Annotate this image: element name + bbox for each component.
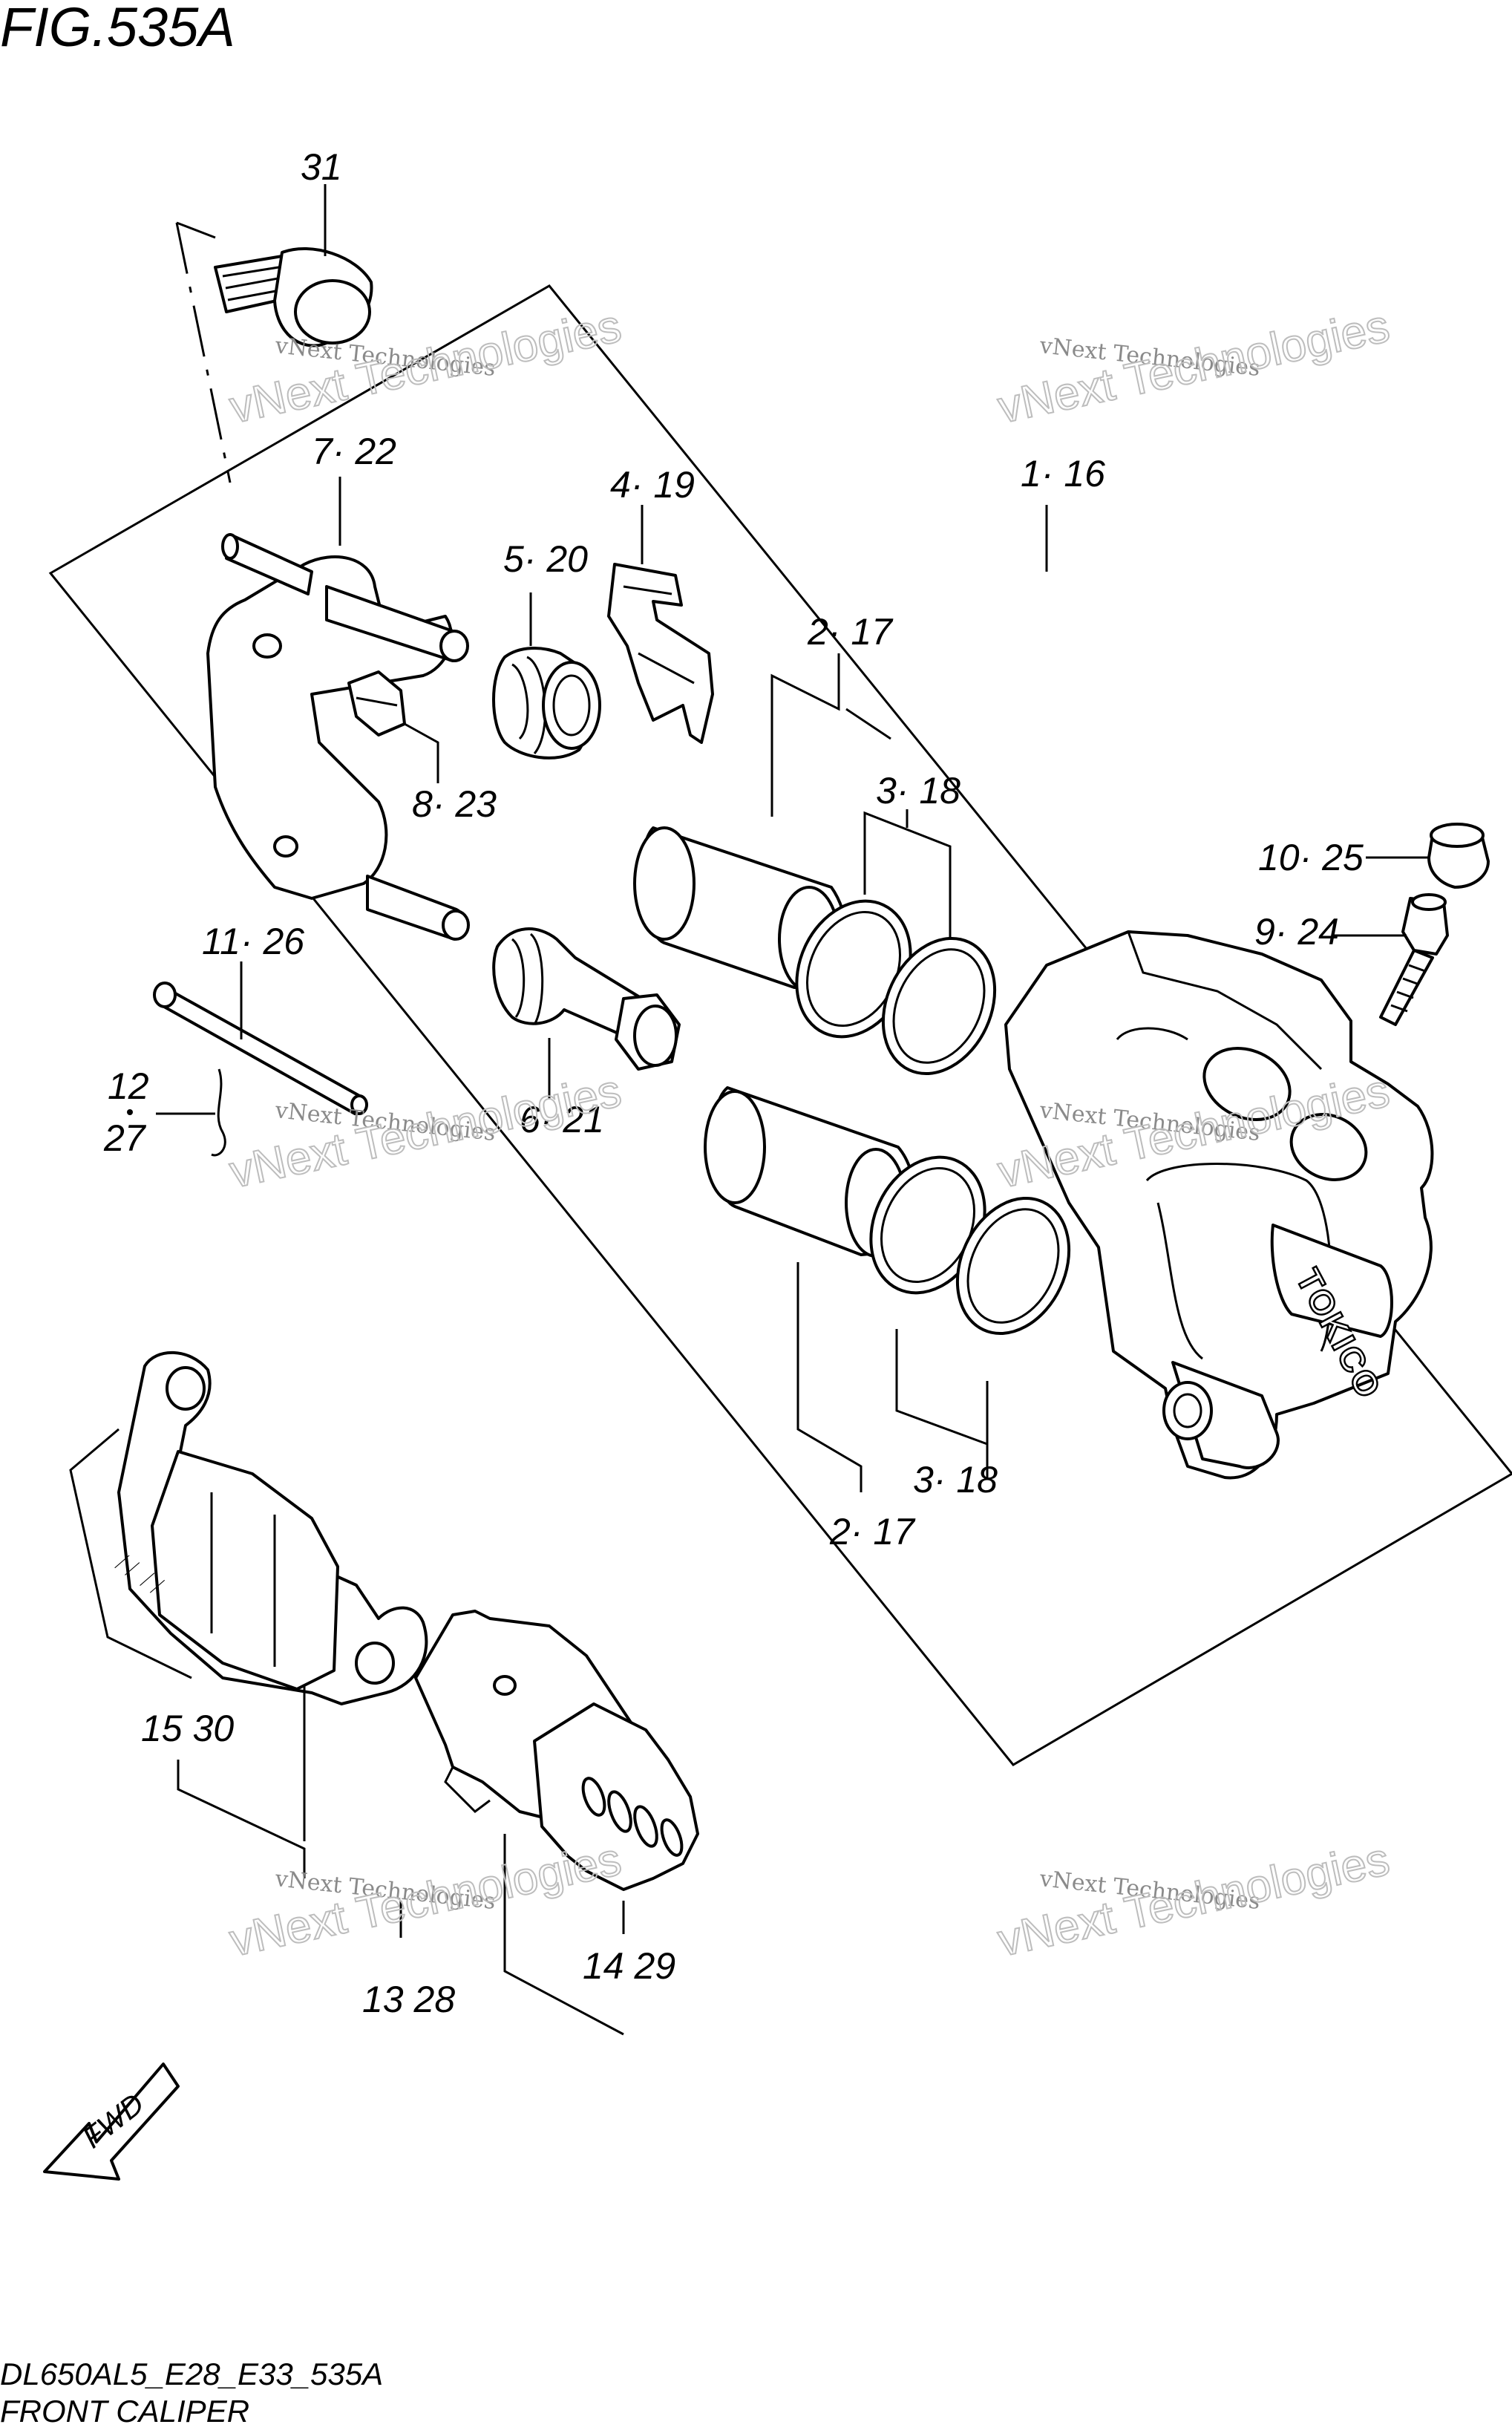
callout-6-21: 6· 21	[520, 1099, 604, 1140]
seal-upper-3-18-leader	[863, 811, 952, 939]
caliper-body-1-16[interactable]: TOKICO	[1004, 930, 1434, 1480]
callout-14-29: 14 29	[583, 1945, 675, 1987]
seal-lower-3-18b[interactable]	[936, 1180, 1090, 1351]
watermark-top-right: vNext Technologies vNext Technologies	[993, 300, 1395, 434]
seal-upper-3-18b[interactable]	[862, 920, 1015, 1091]
piston-upper-2-17-leader2	[845, 708, 891, 740]
callout-27: 27	[103, 1117, 147, 1159]
callout-3-18-lower: 3· 18	[913, 1459, 998, 1500]
lower-piston-seal-leaders	[796, 1262, 989, 1492]
boot-5-20[interactable]	[492, 647, 601, 760]
bracket-7-22[interactable]	[206, 533, 470, 941]
callout-15-30: 15 30	[141, 1708, 234, 1749]
watermark-bottom-right: vNext Technologies vNext Technologies	[993, 1833, 1395, 1967]
callout-8-23: 8· 23	[412, 783, 497, 825]
callout-5-20: 5· 20	[503, 538, 588, 580]
pad-13-28-leader	[399, 1834, 624, 2036]
clip-12-27-dot	[127, 1109, 133, 1115]
seal-lower-3-18[interactable]	[850, 1138, 1007, 1311]
fwd-arrow: FWD	[43, 2063, 180, 2181]
clip-8-23-leader	[404, 722, 439, 783]
spring-4-19[interactable]	[607, 563, 714, 744]
figure-title: FIG.535A	[0, 0, 235, 58]
section-name: FRONT CALIPER	[0, 2394, 249, 2429]
watermark-outline: vNext Technologies	[994, 1834, 1394, 1967]
callout-2-17-upper: 2· 17	[807, 611, 894, 653]
callout-31: 31	[301, 146, 342, 188]
clip-12-27[interactable]	[211, 1068, 226, 1157]
pin-6-21[interactable]	[492, 927, 681, 1071]
watermark-outline: vNext Technologies	[994, 301, 1394, 434]
pad-15-30-leader-b	[177, 1685, 306, 1878]
watermark-bottom-left: vNext Technologies vNext Technologies	[225, 1833, 626, 1967]
bleeder-valve-9-24[interactable]	[1379, 893, 1449, 1026]
bolt-31-guide-top	[176, 221, 216, 239]
callout-10-25: 10· 25	[1258, 837, 1364, 878]
model-code: DL650AL5_E28_E33_535A	[0, 2357, 383, 2391]
pad-15-30[interactable]: ᛁᛁ ᛁᛁ	[109, 1351, 428, 1705]
piston-upper-2-17-leader	[770, 653, 840, 817]
callout-2-17-lower: 2· 17	[829, 1511, 916, 1552]
bolt-31[interactable]	[214, 246, 373, 347]
pad-15-30-leader-a	[69, 1428, 192, 1679]
callout-9-24: 9· 24	[1254, 911, 1339, 953]
watermark-outline: vNext Technologies	[226, 1834, 626, 1967]
cap-10-25[interactable]	[1427, 823, 1490, 889]
shim-14-29[interactable]	[533, 1702, 699, 1891]
bolt-31-guide	[175, 222, 232, 483]
callout-13-28: 13 28	[362, 1979, 455, 2020]
pin-11-26[interactable]	[153, 982, 368, 1115]
callout-1-16: 1· 16	[1021, 453, 1105, 494]
assembly-outline	[48, 284, 1512, 1766]
callout-4-19: 4· 19	[610, 464, 695, 506]
callout-7-22: 7· 22	[312, 431, 396, 472]
callout-12: 12	[108, 1065, 149, 1107]
callout-11-26: 11· 26	[202, 921, 304, 962]
callout-3-18-upper: 3· 18	[876, 770, 960, 811]
